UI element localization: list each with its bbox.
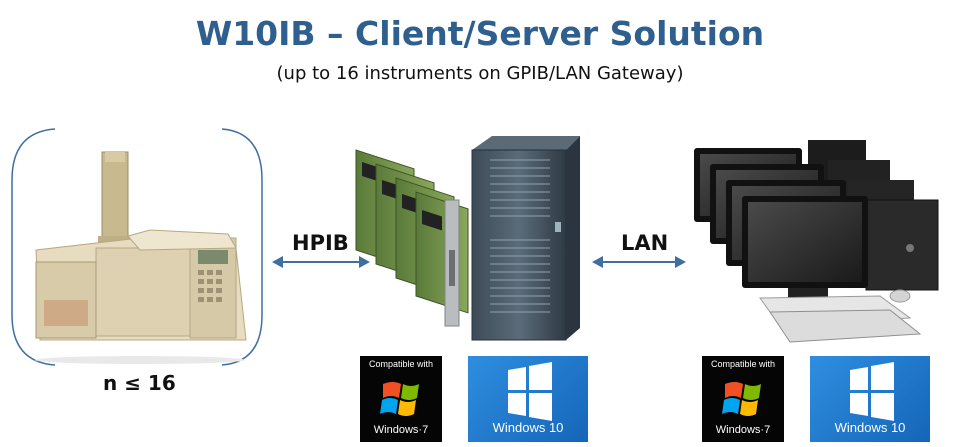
instrument-bracket bbox=[11, 128, 263, 366]
badge-os-name: Windows·7 bbox=[373, 424, 429, 436]
lan-arrow bbox=[592, 256, 686, 268]
badge-compat-text: Compatible with bbox=[710, 359, 776, 369]
diagram-subtitle: (up to 16 instruments on GPIB/LAN Gatewa… bbox=[276, 63, 684, 84]
client-computers-image bbox=[694, 140, 939, 343]
client-windows10-badge: Windows 10 bbox=[810, 356, 930, 442]
badge-os-name: Windows·7 bbox=[715, 424, 771, 436]
server-windows7-badge: Compatible with Windows·7 bbox=[360, 356, 442, 442]
windows10-logo-icon bbox=[508, 362, 552, 421]
lan-label: LAN bbox=[621, 231, 669, 255]
instrument-count-label: n ≤ 16 bbox=[103, 371, 176, 395]
client-windows7-badge: Compatible with Windows·7 bbox=[702, 356, 784, 442]
hpib-arrow bbox=[272, 256, 370, 268]
diagram-title: W10IB – Client/Server Solution bbox=[195, 14, 765, 53]
badge-os-name: Windows 10 bbox=[834, 420, 906, 435]
gpib-cards-image bbox=[355, 149, 469, 327]
windows10-logo-icon bbox=[850, 362, 894, 421]
badge-os-name: Windows 10 bbox=[492, 420, 564, 435]
instrument-image bbox=[35, 151, 247, 364]
hpib-label: HPIB bbox=[292, 231, 349, 255]
badge-compat-text: Compatible with bbox=[368, 359, 434, 369]
server-windows10-badge: Windows 10 bbox=[468, 356, 588, 442]
server-tower-image bbox=[471, 136, 580, 341]
